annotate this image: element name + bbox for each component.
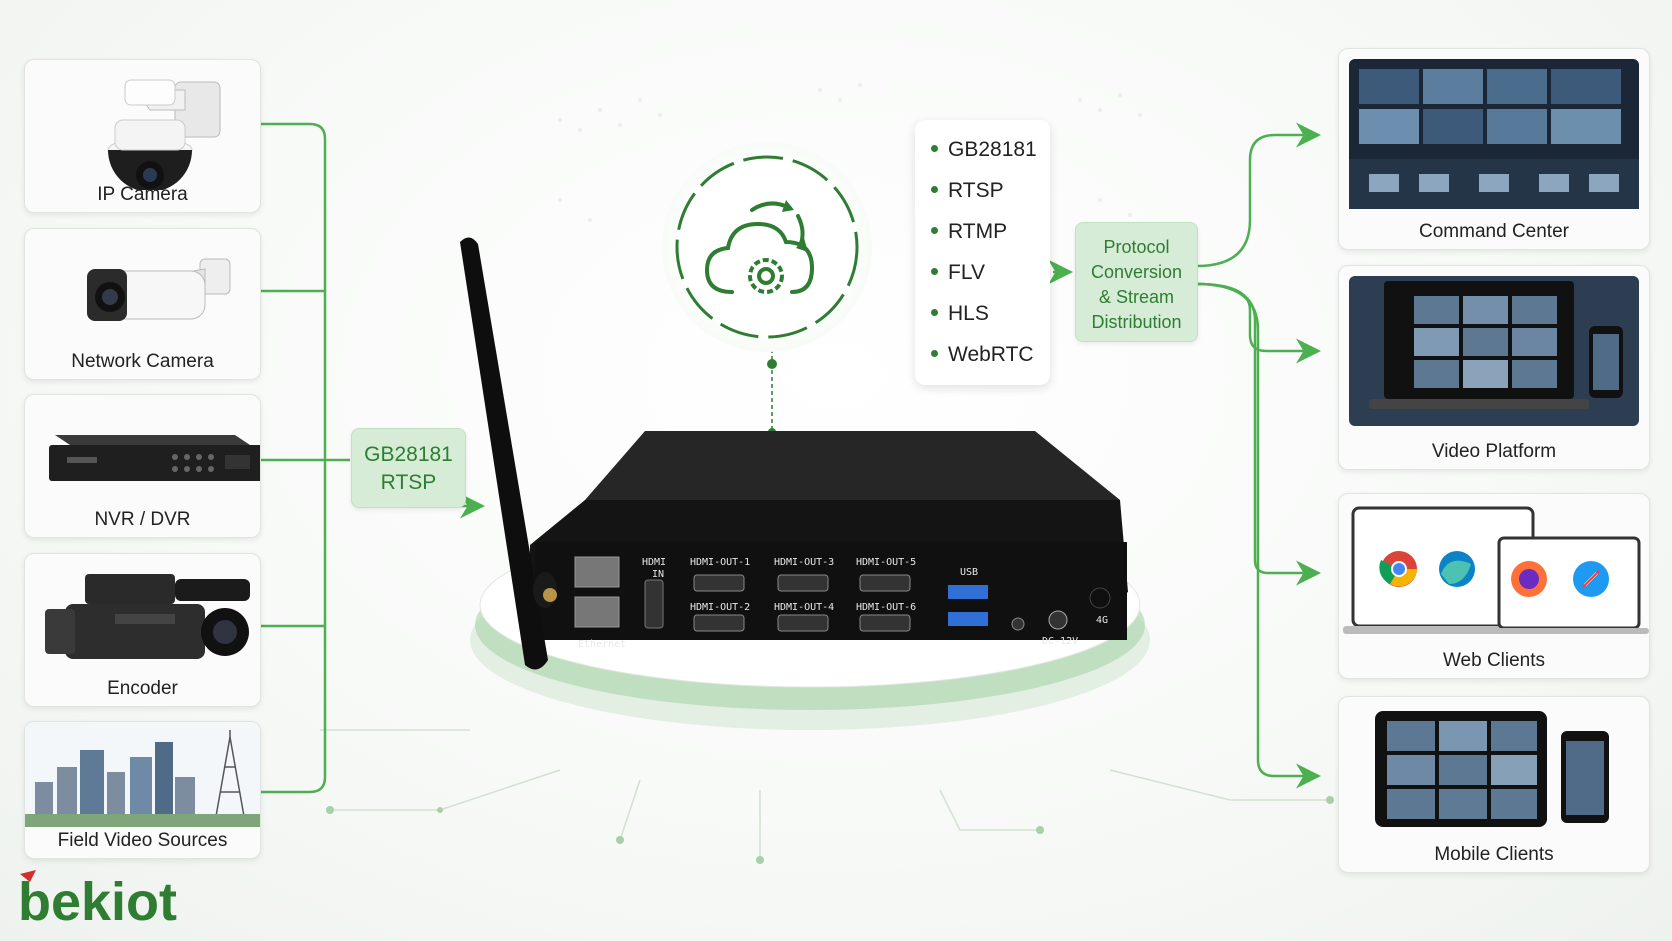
edge-icon	[1439, 551, 1475, 587]
svg-text:HDMI: HDMI	[642, 557, 666, 568]
protocol-item: HLS	[931, 302, 989, 326]
dest-card-video-platform[interactable]: Video Platform	[1338, 265, 1650, 470]
hdmi-out-2-label: HDMI-OUT-2	[690, 602, 750, 613]
usb-port	[948, 585, 988, 599]
input-protocol-line1: GB28181	[364, 443, 453, 466]
lte-label: 4G	[1096, 615, 1108, 626]
dest-label: Command Center	[1419, 221, 1569, 242]
dest-card-web-clients[interactable]: Web Clients	[1338, 493, 1650, 679]
hdmi-out-1-label: HDMI-OUT-1	[690, 557, 750, 568]
protocol-conversion-badge: Protocol Conversion & Stream Distributio…	[1075, 222, 1198, 342]
chrome-icon	[1379, 551, 1417, 587]
output-protocol-list: GB28181 RTSP RTMP FLV HLS WebRTC	[915, 120, 1050, 385]
nvr-recorder-icon	[49, 435, 260, 481]
source-label: Field Video Sources	[57, 830, 228, 851]
gateway-device: Ethernet HDMI IN HDMI-OUT-1 HDMI-OUT-2 H…	[460, 237, 1150, 730]
dest-card-mobile-clients[interactable]: Mobile Clients	[1338, 696, 1650, 873]
ptz-camera-icon	[107, 79, 221, 190]
protocol-item: WebRTC	[931, 343, 1034, 367]
source-card-ip-camera[interactable]: IP Camera	[24, 59, 261, 213]
protocol-item: FLV	[931, 261, 985, 285]
antenna	[460, 237, 557, 670]
conversion-line4: Distribution	[1091, 312, 1182, 332]
hdmi-out-3-label: HDMI-OUT-3	[774, 557, 834, 568]
source-card-field-video[interactable]: Field Video Sources	[24, 721, 261, 859]
bekiot-logo: bekiot	[18, 870, 177, 928]
protocol-item: RTMP	[931, 220, 1007, 244]
input-protocol-line2: RTSP	[380, 471, 437, 494]
firefox-icon	[1511, 561, 1547, 597]
source-label: IP Camera	[97, 184, 188, 205]
source-card-network-camera[interactable]: Network Camera	[24, 228, 261, 380]
protocol-item: GB28181	[931, 138, 1037, 162]
control-room-icon	[1349, 59, 1639, 209]
hdmi-out-4-label: HDMI-OUT-4	[774, 602, 834, 613]
hdmi-out-6-label: HDMI-OUT-6	[856, 602, 916, 613]
conversion-line3: & Stream	[1098, 287, 1175, 307]
bullet-camera-icon	[87, 258, 231, 321]
source-label: NVR / DVR	[94, 509, 191, 530]
ethernet-port	[574, 556, 620, 588]
input-protocol-badge: GB28181 RTSP	[351, 428, 466, 508]
hdmi-in-port	[644, 579, 664, 629]
city-tower-icon	[25, 722, 260, 827]
source-card-nvr-dvr[interactable]: NVR / DVR	[24, 394, 261, 538]
dc-label: DC-12V	[1042, 636, 1078, 647]
hdmi-out-5-label: HDMI-OUT-5	[856, 557, 916, 568]
cloud-sync-gear-icon	[675, 155, 859, 339]
tablet-phone-icon	[1375, 711, 1609, 827]
laptop-phone-icon	[1349, 276, 1639, 426]
svg-text:bekiot: bekiot	[18, 872, 177, 928]
conversion-line2: Conversion	[1090, 262, 1183, 282]
dest-label: Mobile Clients	[1434, 844, 1554, 865]
cloud-sync-badge	[662, 142, 872, 352]
safari-icon	[1573, 561, 1609, 597]
conversion-line1: Protocol	[1103, 237, 1170, 257]
usb-label: USB	[960, 567, 978, 578]
hdmi-in-label: IN	[652, 569, 664, 580]
dest-label: Video Platform	[1431, 441, 1557, 462]
video-camcorder-icon	[45, 574, 250, 659]
dest-card-command-center[interactable]: Command Center	[1338, 48, 1650, 250]
source-card-encoder[interactable]: Encoder	[24, 553, 261, 707]
hdmi-out-ports	[693, 574, 911, 632]
dest-label: Web Clients	[1442, 650, 1546, 671]
dc-power-jack	[1048, 610, 1068, 630]
source-label: Network Camera	[71, 351, 214, 372]
protocol-item: RTSP	[931, 179, 1004, 203]
ethernet-label: Ethernet	[578, 639, 626, 650]
browser-icons	[1343, 506, 1649, 634]
source-label: Encoder	[107, 678, 178, 699]
